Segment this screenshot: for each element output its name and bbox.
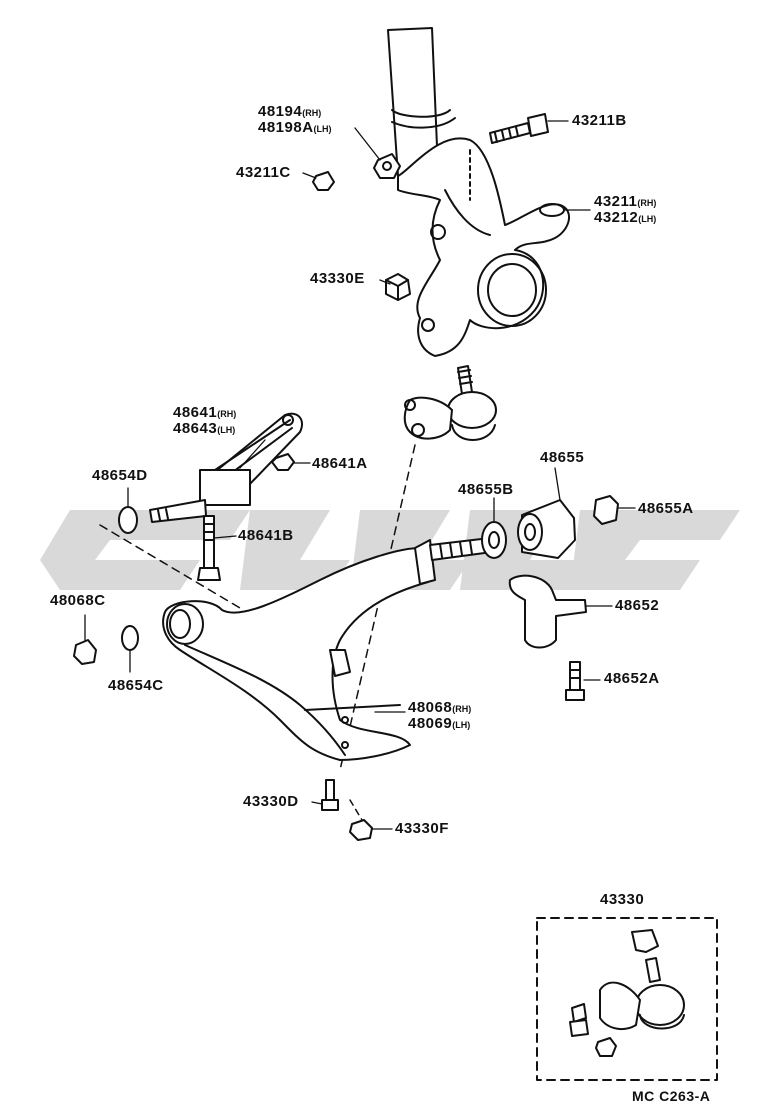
strut-tube (387, 27, 456, 177)
bushing-48655 (517, 499, 576, 559)
label-43211b: 43211B (572, 112, 627, 129)
bracket-48652 (508, 574, 587, 649)
label-48655: 48655 (540, 449, 585, 466)
guide-line-43330f (349, 799, 363, 821)
label-43330f: 43330F (395, 820, 449, 837)
label-48652a: 48652A (604, 670, 660, 687)
arm-shaft (414, 537, 493, 585)
label-48069: 48069(LH) (408, 715, 471, 732)
label-48194: 48194(RH) (258, 103, 322, 120)
washer-48655b (481, 521, 507, 559)
label-48068: 48068(RH) (408, 699, 472, 716)
label-48652: 48652 (615, 597, 660, 614)
label-43211c: 43211C (236, 164, 291, 181)
bolt-48652a (565, 661, 585, 701)
nut-43330e (385, 273, 411, 301)
label-48641: 48641(RH) (173, 404, 237, 421)
steering-knuckle (397, 137, 570, 357)
label-48654d: 48654D (92, 467, 148, 484)
label-43330d: 43330D (243, 793, 299, 810)
label-48643: 48643(LH) (173, 420, 236, 437)
label-43212: 43212(LH) (594, 209, 657, 226)
label-48655b: 48655B (458, 481, 514, 498)
nut-43330f (349, 819, 373, 841)
washer-48654c (121, 625, 139, 651)
nut-43211c (312, 171, 335, 191)
washer-48654d (118, 506, 138, 534)
label-48641b: 48641B (238, 527, 294, 544)
label-48641a: 48641A (312, 455, 368, 472)
lower-control-arm (162, 547, 429, 761)
label-48654c: 48654C (108, 677, 164, 694)
inset-ball-joint-43330 (536, 917, 718, 1081)
label-48655a: 48655A (638, 500, 694, 517)
nut-48068c (73, 639, 97, 665)
diagram-code: MC C263-A (632, 1088, 711, 1104)
ball-joint (403, 365, 497, 441)
nut-48641a (271, 453, 295, 471)
label-48068c: 48068C (50, 592, 106, 609)
bolt-43211b (489, 113, 549, 144)
bolt-43330d (321, 779, 339, 811)
label-43330e: 43330E (310, 270, 365, 287)
label-48198a: 48198A(LH) (258, 119, 332, 136)
label-43211: 43211(RH) (594, 193, 657, 210)
strut-bar (149, 412, 304, 523)
bolt-48641b (197, 515, 221, 581)
leader-lines (84, 120, 636, 830)
label-43330: 43330 (600, 891, 645, 908)
guide-line-ball-joint (339, 444, 416, 771)
nut-48655a (593, 495, 619, 525)
